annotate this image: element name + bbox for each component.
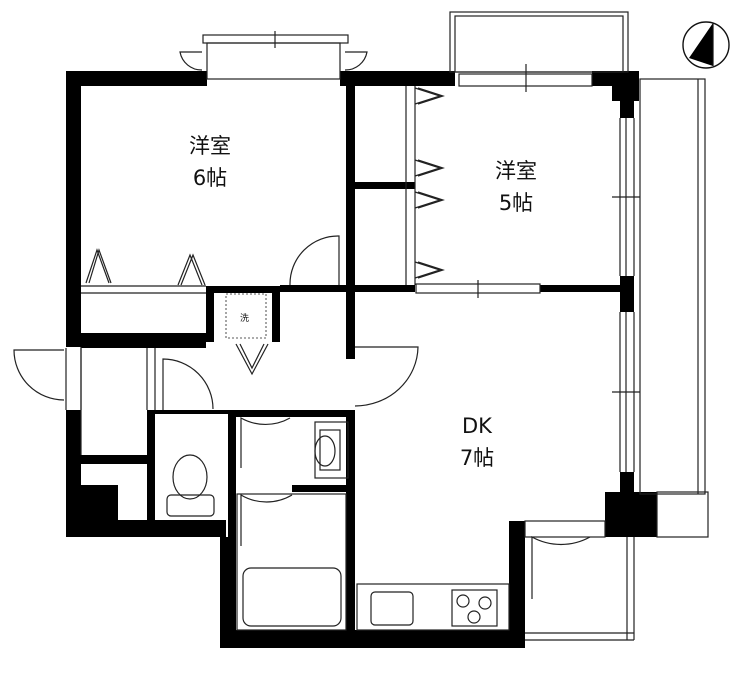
room-name: DK — [462, 414, 492, 438]
room-size: 5帖 — [498, 191, 534, 215]
walls — [66, 71, 657, 648]
north-arrow-icon — [682, 21, 730, 69]
room-label-dk: DK 7帖 — [427, 410, 527, 474]
room-name: 洋室 — [495, 159, 537, 183]
room-size: 6帖 — [192, 166, 228, 190]
washer-label: 洗 — [240, 314, 250, 324]
room-label-western-6: 洋室 6帖 — [160, 130, 260, 194]
room-size: 7帖 — [459, 446, 495, 470]
room-label-western-5: 洋室 5帖 — [466, 155, 566, 219]
lines — [13, 11, 709, 641]
room-name: 洋室 — [189, 134, 231, 158]
